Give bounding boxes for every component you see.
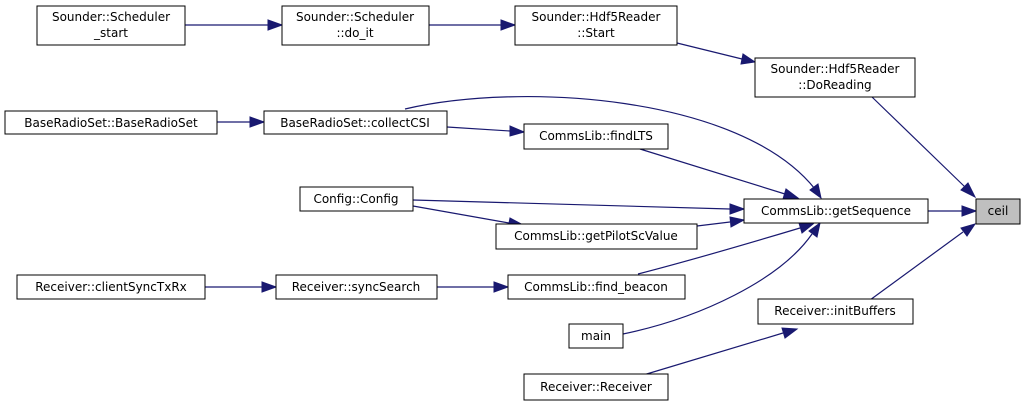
node-init-buffers[interactable]: Receiver::initBuffers [757, 298, 914, 325]
node-get-pilot-sc-value[interactable]: CommsLib::getPilotScValue [495, 223, 698, 250]
svg-text:Receiver::Receiver: Receiver::Receiver [540, 380, 652, 394]
edge-do-it-to-hdf5-start [429, 19, 517, 31]
svg-text:_start: _start [93, 26, 128, 40]
svg-text:CommsLib::getSequence: CommsLib::getSequence [761, 204, 911, 218]
edge-doreading-to-ceil [871, 96, 977, 199]
edge-find-beacon-to-get-sequence [637, 222, 815, 275]
node-baseradioset-ctor[interactable]: BaseRadioSet::BaseRadioSet [4, 110, 218, 135]
svg-text:Sounder::Scheduler: Sounder::Scheduler [52, 10, 170, 24]
edge-get-pilot-sc-to-get-sequence [696, 216, 746, 228]
svg-text:Sounder::Scheduler: Sounder::Scheduler [296, 10, 414, 24]
edge-hdf5-start-to-doreading [676, 42, 757, 65]
node-find-lts[interactable]: CommsLib::findLTS [523, 123, 669, 150]
node-client-sync-tx-rx[interactable]: Receiver::clientSyncTxRx [16, 274, 206, 300]
node-main[interactable]: main [568, 323, 624, 349]
svg-text:CommsLib::getPilotScValue: CommsLib::getPilotScValue [514, 229, 678, 243]
svg-text:Receiver::initBuffers: Receiver::initBuffers [774, 304, 895, 318]
node-sync-search[interactable]: Receiver::syncSearch [275, 274, 438, 300]
edge-find-lts-to-get-sequence [639, 148, 800, 200]
svg-text:CommsLib::findLTS: CommsLib::findLTS [539, 129, 653, 143]
node-config-ctor[interactable]: Config::Config [299, 186, 414, 212]
edge-client-sync-to-sync-search [205, 281, 278, 293]
svg-text:::Start: ::Start [577, 26, 615, 40]
edge-scheduler-start-to-do-it [185, 19, 284, 31]
svg-text:Sounder::Hdf5Reader: Sounder::Hdf5Reader [532, 10, 661, 24]
svg-text:Receiver::clientSyncTxRx: Receiver::clientSyncTxRx [35, 280, 187, 294]
svg-text:Sounder::Hdf5Reader: Sounder::Hdf5Reader [771, 62, 900, 76]
edge-main-to-get-sequence [622, 221, 821, 335]
svg-text:::DoReading: ::DoReading [798, 78, 871, 92]
svg-text:Config::Config: Config::Config [313, 192, 398, 206]
node-collect-csi[interactable]: BaseRadioSet::collectCSI [263, 110, 448, 135]
node-receiver-ctor[interactable]: Receiver::Receiver [523, 373, 669, 401]
edge-collect-csi-to-get-sequence [404, 96, 822, 200]
node-hdf5reader-start[interactable]: Sounder::Hdf5Reader ::Start [514, 5, 678, 46]
node-hdf5reader-doreading[interactable]: Sounder::Hdf5Reader ::DoReading [754, 57, 916, 98]
edge-config-to-get-sequence [412, 199, 746, 215]
edge-collect-csi-to-find-lts [446, 125, 526, 137]
node-scheduler-do-it[interactable]: Sounder::Scheduler ::do_it [281, 5, 430, 46]
node-find-beacon[interactable]: CommsLib::find_beacon [507, 274, 686, 300]
svg-text:main: main [581, 329, 611, 343]
svg-text:Receiver::syncSearch: Receiver::syncSearch [292, 280, 421, 294]
svg-text:BaseRadioSet::BaseRadioSet: BaseRadioSet::BaseRadioSet [24, 116, 198, 130]
edge-sync-search-to-find-beacon [437, 281, 510, 293]
edge-get-sequence-to-ceil [928, 205, 978, 217]
node-get-sequence[interactable]: CommsLib::getSequence [743, 198, 929, 224]
svg-text:::do_it: ::do_it [336, 26, 373, 40]
edge-init-buffers-to-ceil [869, 223, 977, 301]
svg-text:ceil: ceil [988, 204, 1009, 218]
svg-text:BaseRadioSet::collectCSI: BaseRadioSet::collectCSI [280, 116, 430, 130]
edge-receiver-ctor-to-init-buffers [639, 327, 799, 377]
edge-baseradioset-to-collect-csi [217, 116, 266, 128]
svg-text:CommsLib::find_beacon: CommsLib::find_beacon [524, 280, 668, 294]
node-scheduler-start[interactable]: Sounder::Scheduler _start [36, 5, 186, 46]
node-ceil[interactable]: ceil [975, 198, 1021, 225]
